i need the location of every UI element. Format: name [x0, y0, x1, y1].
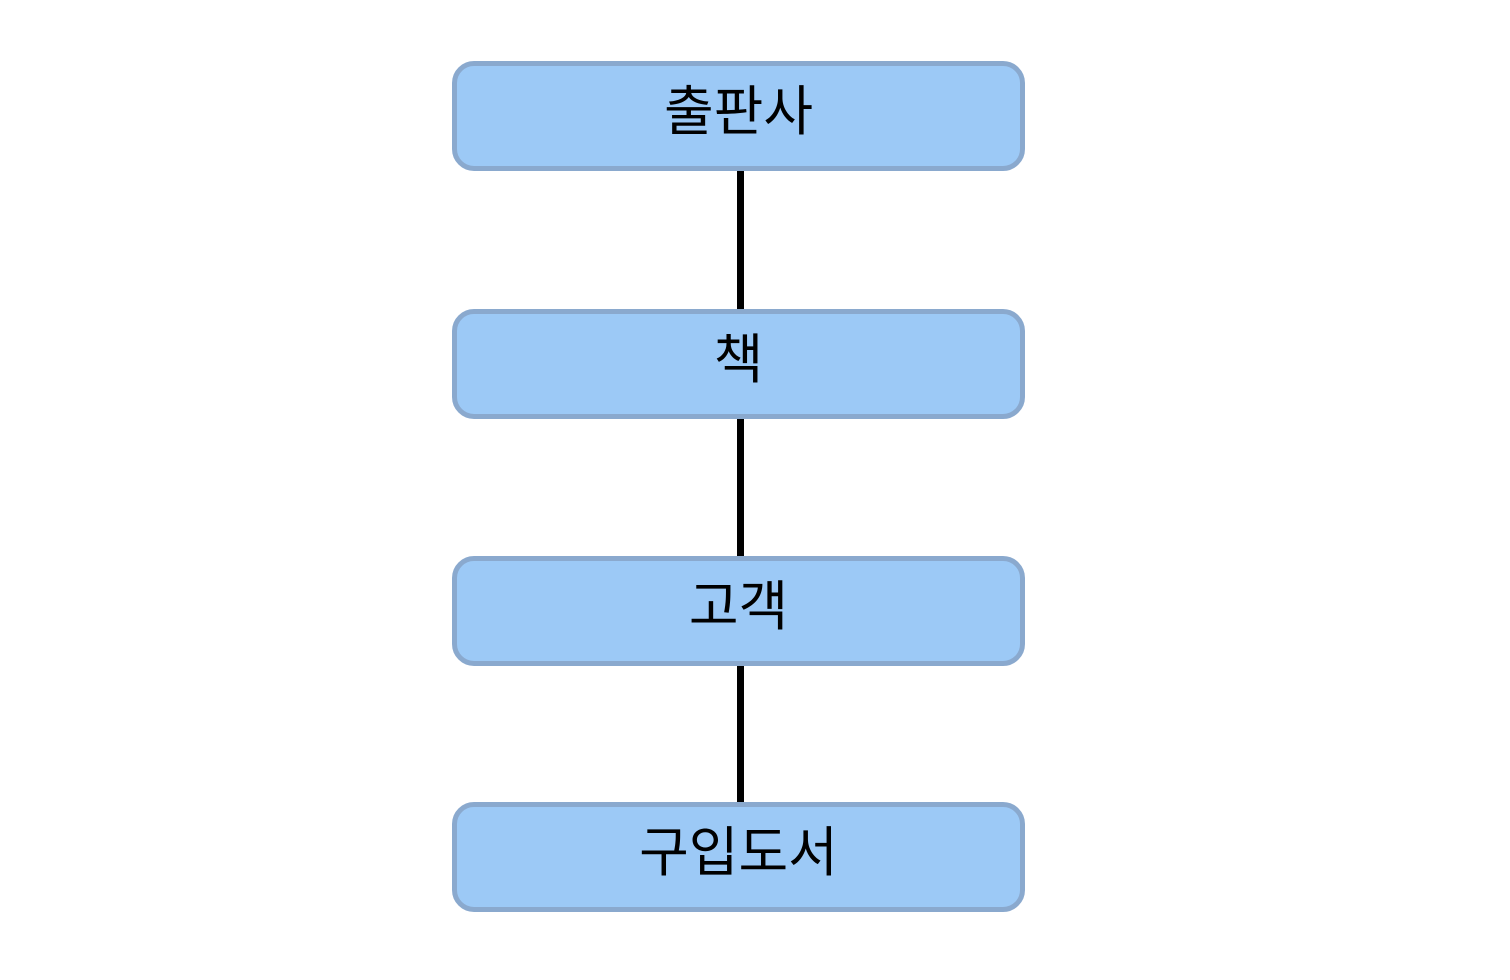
connector-line-customer-purchased-book: [737, 663, 744, 804]
connector-line-book-customer: [737, 416, 744, 559]
node-purchased-book-label: 구입도서: [639, 823, 838, 883]
node-publisher: 출판사: [452, 61, 1025, 171]
node-publisher-label: 출판사: [663, 82, 814, 142]
node-book-label: 책: [713, 330, 764, 390]
node-book: 책: [452, 309, 1025, 419]
node-purchased-book: 구입도서: [452, 802, 1025, 912]
connector-line-publisher-book: [737, 170, 744, 312]
node-customer-label: 고객: [688, 577, 789, 637]
node-customer: 고객: [452, 556, 1025, 666]
